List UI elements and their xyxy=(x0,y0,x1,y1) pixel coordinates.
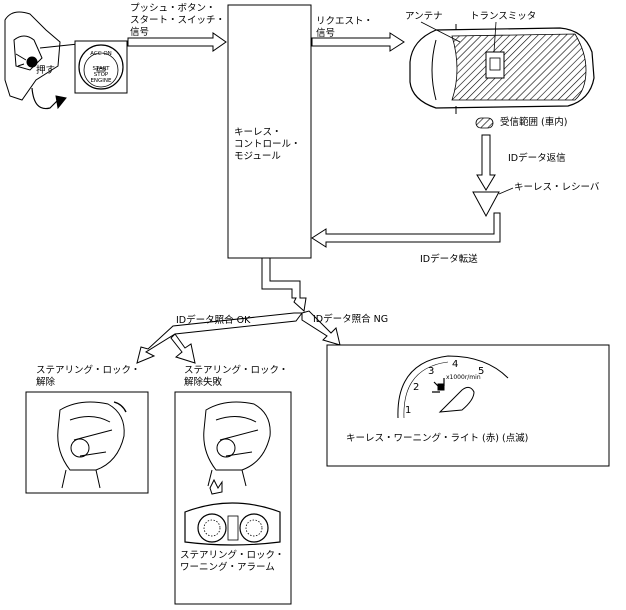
steering-column-illustration-2 xyxy=(203,401,271,487)
receiver-triangle xyxy=(472,191,500,218)
steering-unlock-label: ステアリング・ロック・ 解除 xyxy=(36,365,141,388)
reception-range-label: 受信範囲 (車内) xyxy=(500,117,568,128)
press-label: 押す xyxy=(36,65,56,76)
warning-light-label: キーレス・ワーニング・ライト (赤) (点滅) xyxy=(346,433,529,444)
gauge-tick-2: 2 xyxy=(413,382,420,393)
gauge-tick-1: 1 xyxy=(405,405,412,416)
arrow-push-to-module xyxy=(127,32,227,52)
instrument-cluster-illustration xyxy=(184,478,281,546)
id-transfer-label: IDデータ転送 xyxy=(420,254,478,265)
keyless-receiver-label: キーレス・レシーバ xyxy=(514,182,600,193)
gauge-tick-4: 4 xyxy=(452,359,459,370)
lock-alarm-label: ステアリング・ロック・ ワーニング・アラーム xyxy=(180,550,285,573)
antenna-label: アンテナ xyxy=(405,11,443,22)
tachometer-illustration xyxy=(397,355,509,419)
id-ok-label: IDデータ照合 OK xyxy=(176,315,251,326)
arrow-car-to-receiver xyxy=(476,134,496,191)
reception-range-swatch xyxy=(475,117,494,129)
gauge-tick-3: 3 xyxy=(428,366,435,377)
arrow-module-to-car xyxy=(311,32,405,52)
arrow-receiver-to-module xyxy=(311,212,501,248)
push-button-illustration xyxy=(4,11,79,110)
gauge-unit: x1000r/min xyxy=(446,374,481,381)
arrow-branch-ok xyxy=(136,312,303,364)
request-signal-label: リクエスト・ 信号 xyxy=(316,16,374,39)
id-reply-label: IDデータ返信 xyxy=(508,153,566,164)
arrow-branch-ok-2 xyxy=(170,333,196,364)
gauge-tick-5: 5 xyxy=(478,366,485,377)
transmitter-label: トランスミッタ xyxy=(470,11,537,22)
car-top-view xyxy=(409,21,595,114)
start-switch-icon xyxy=(78,44,124,90)
arrow-module-down xyxy=(261,257,307,312)
steering-unlock-fail-box xyxy=(174,391,292,605)
push-button-signal-label: プッシュ・ボタン・ スタート・スイッチ・ 信号 xyxy=(130,3,226,38)
switch-face-text: ACC ON START STOP ENGINE xyxy=(90,51,112,84)
keyless-module-label: キーレス・ コントロール・ モジュール xyxy=(234,127,301,162)
warning-light-box xyxy=(326,344,610,467)
steering-unlock-fail-label: ステアリング・ロック・ 解除失敗 xyxy=(184,365,289,388)
steering-column-illustration xyxy=(57,401,127,489)
keyless-control-module-box xyxy=(227,4,312,259)
id-ng-label: IDデータ照合 NG xyxy=(313,314,389,325)
